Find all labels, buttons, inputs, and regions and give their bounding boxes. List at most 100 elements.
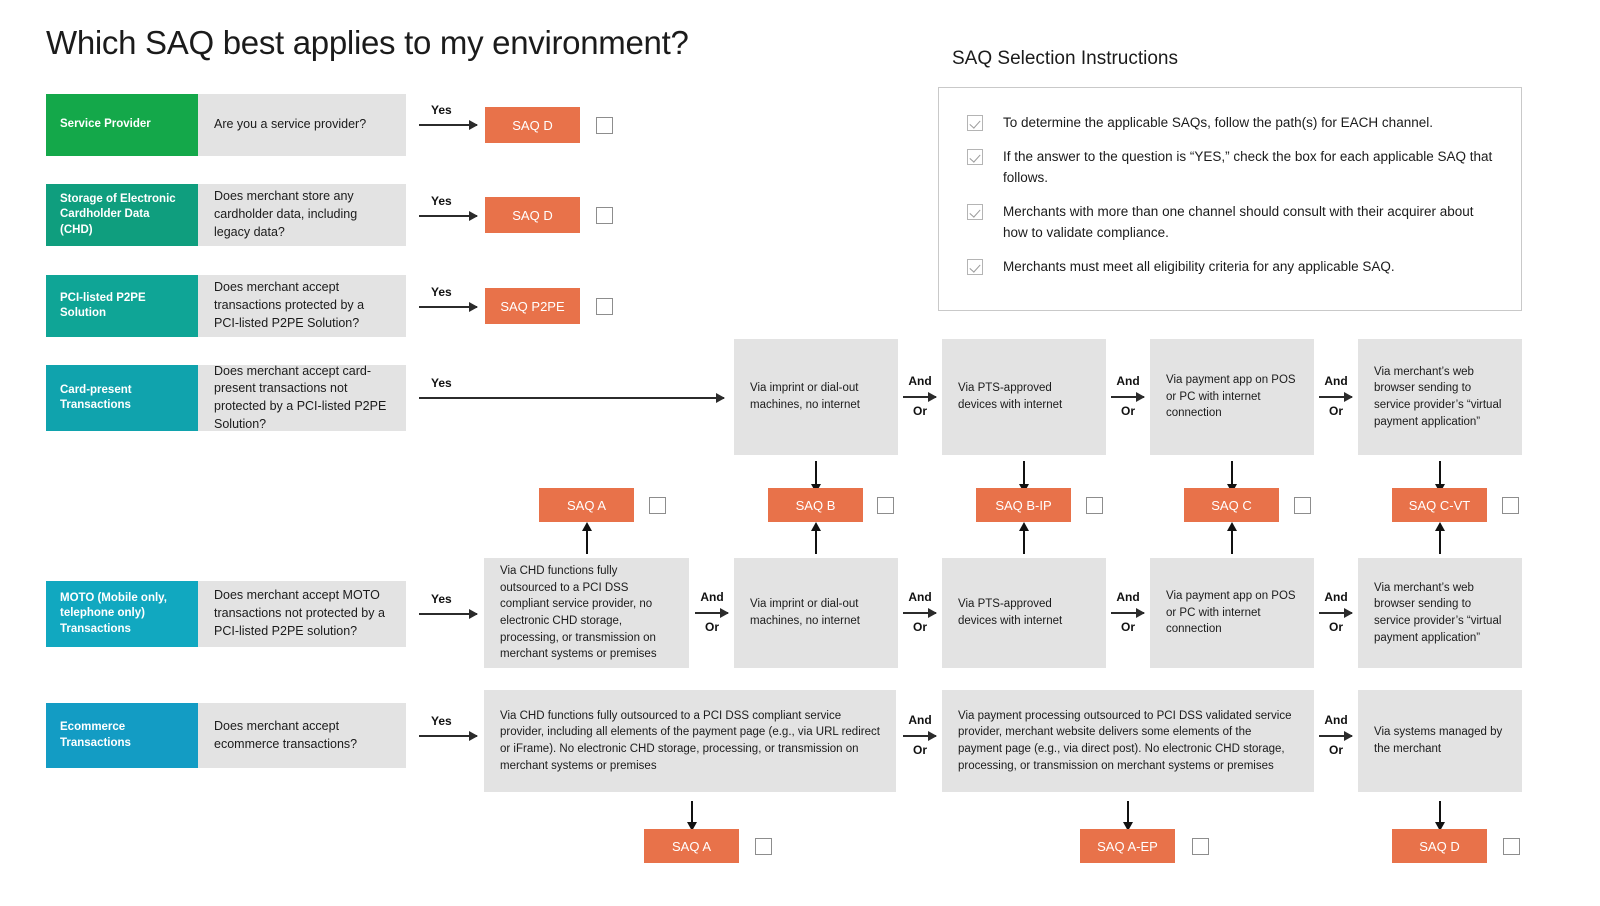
saq-result-d-bottom[interactable]: SAQ D xyxy=(1392,829,1487,863)
or-label: Or xyxy=(912,620,927,634)
instructions-panel: To determine the applicable SAQs, follow… xyxy=(938,87,1522,311)
flow-arrow xyxy=(1319,608,1353,618)
saq-result-a-ep[interactable]: SAQ A-EP xyxy=(1080,829,1175,863)
saq-checkbox[interactable] xyxy=(596,207,613,224)
flow-arrow xyxy=(1319,731,1353,741)
or-label: Or xyxy=(912,404,927,418)
flow-arrow-down xyxy=(1227,461,1237,493)
category-p2pe: PCI-listed P2PE Solution xyxy=(46,275,198,337)
or-label: Or xyxy=(1328,620,1343,634)
question-p2pe: Does merchant accept transactions protec… xyxy=(198,275,406,337)
flow-arrow-down xyxy=(811,461,821,493)
or-label: Or xyxy=(912,743,927,757)
channel-box-card-present-3: Via payment app on POS or PC with intern… xyxy=(1150,339,1314,455)
channel-box-moto-4: Via payment app on POS or PC with intern… xyxy=(1150,558,1314,668)
or-label: Or xyxy=(1120,404,1135,418)
instructions-list: To determine the applicable SAQs, follow… xyxy=(967,113,1495,278)
saq-result-a-bottom[interactable]: SAQ A xyxy=(644,829,739,863)
yes-label: Yes xyxy=(431,194,452,208)
saq-checkbox[interactable] xyxy=(877,497,894,514)
saq-checkbox[interactable] xyxy=(1503,838,1520,855)
and-label: And xyxy=(1324,713,1348,727)
and-label: And xyxy=(908,590,932,604)
category-card-present: Card-present Transactions xyxy=(46,365,198,431)
flow-arrow xyxy=(419,120,478,130)
yes-label: Yes xyxy=(431,285,452,299)
saq-result-service-provider[interactable]: SAQ D xyxy=(485,107,580,143)
checkmark-icon xyxy=(967,203,983,220)
checkmark-icon xyxy=(967,148,983,165)
flow-arrow xyxy=(419,609,478,619)
saq-result-b[interactable]: SAQ B xyxy=(768,488,863,522)
question-card-present: Does merchant accept card-present transa… xyxy=(198,364,406,431)
and-label: And xyxy=(1116,374,1140,388)
saq-checkbox[interactable] xyxy=(1086,497,1103,514)
and-label: And xyxy=(908,713,932,727)
channel-box-moto-1: Via CHD functions fully outsourced to a … xyxy=(484,558,689,668)
flow-arrow xyxy=(1111,608,1145,618)
flow-arrow-down xyxy=(1435,801,1445,831)
category-moto: MOTO (Mobile only, telephone only) Trans… xyxy=(46,581,198,647)
flow-arrow xyxy=(695,608,729,618)
saq-checkbox[interactable] xyxy=(596,117,613,134)
flow-arrow-up xyxy=(1227,522,1237,554)
flow-arrow xyxy=(903,731,937,741)
yes-label: Yes xyxy=(431,103,452,117)
question-service-provider: Are you a service provider? xyxy=(198,94,406,156)
saq-result-b-ip[interactable]: SAQ B-IP xyxy=(976,488,1071,522)
instruction-item: If the answer to the question is “YES,” … xyxy=(967,147,1495,189)
category-ecommerce: Ecommerce Transactions xyxy=(46,703,198,768)
flow-arrow xyxy=(903,392,937,402)
saq-checkbox[interactable] xyxy=(596,298,613,315)
flow-arrow-up xyxy=(1435,522,1445,554)
flow-arrow-down xyxy=(1123,801,1133,831)
and-label: And xyxy=(908,374,932,388)
flow-arrow xyxy=(419,731,478,741)
instruction-item: Merchants must meet all eligibility crit… xyxy=(967,257,1495,278)
and-label: And xyxy=(1116,590,1140,604)
saq-checkbox[interactable] xyxy=(1192,838,1209,855)
channel-box-moto-3: Via PTS-approved devices with internet xyxy=(942,558,1106,668)
flow-arrow xyxy=(1111,392,1145,402)
question-storage-chd: Does merchant store any cardholder data,… xyxy=(198,184,406,246)
flow-arrow-up xyxy=(1019,522,1029,554)
question-ecommerce: Does merchant accept ecommerce transacti… xyxy=(198,703,406,768)
flow-arrow xyxy=(419,393,725,403)
flow-arrow-down xyxy=(687,801,697,831)
saq-checkbox[interactable] xyxy=(755,838,772,855)
flow-arrow-down xyxy=(1019,461,1029,493)
saq-result-c[interactable]: SAQ C xyxy=(1184,488,1279,522)
channel-box-ecommerce-2: Via payment processing outsourced to PCI… xyxy=(942,690,1314,792)
checkmark-icon xyxy=(967,258,983,275)
flow-arrow xyxy=(419,302,478,312)
flow-arrow-up xyxy=(811,522,821,554)
category-service-provider: Service Provider xyxy=(46,94,198,156)
saq-checkbox[interactable] xyxy=(649,497,666,514)
flow-arrow xyxy=(903,608,937,618)
yes-label: Yes xyxy=(431,592,452,606)
flow-arrow xyxy=(419,211,478,221)
or-label: Or xyxy=(1328,404,1343,418)
saq-checkbox[interactable] xyxy=(1294,497,1311,514)
channel-box-moto-2: Via imprint or dial-out machines, no int… xyxy=(734,558,898,668)
channel-box-card-present-4: Via merchant’s web browser sending to se… xyxy=(1358,339,1522,455)
or-label: Or xyxy=(1328,743,1343,757)
page-title: Which SAQ best applies to my environment… xyxy=(46,24,689,61)
and-label: And xyxy=(1324,374,1348,388)
and-label: And xyxy=(1324,590,1348,604)
or-label: Or xyxy=(1120,620,1135,634)
flow-arrow xyxy=(1319,392,1353,402)
yes-label: Yes xyxy=(431,714,452,728)
channel-box-moto-5: Via merchant’s web browser sending to se… xyxy=(1358,558,1522,668)
flow-arrow-down xyxy=(1435,461,1445,493)
yes-label: Yes xyxy=(431,376,452,390)
saq-result-c-vt[interactable]: SAQ C-VT xyxy=(1392,488,1487,522)
saq-result-a-middle[interactable]: SAQ A xyxy=(539,488,634,522)
saq-result-storage-chd[interactable]: SAQ D xyxy=(485,197,580,233)
saq-result-p2pe[interactable]: SAQ P2PE xyxy=(485,288,580,324)
instructions-heading: SAQ Selection Instructions xyxy=(952,48,1178,69)
channel-box-ecommerce-1: Via CHD functions fully outsourced to a … xyxy=(484,690,896,792)
saq-checkbox[interactable] xyxy=(1502,497,1519,514)
or-label: Or xyxy=(704,620,719,634)
